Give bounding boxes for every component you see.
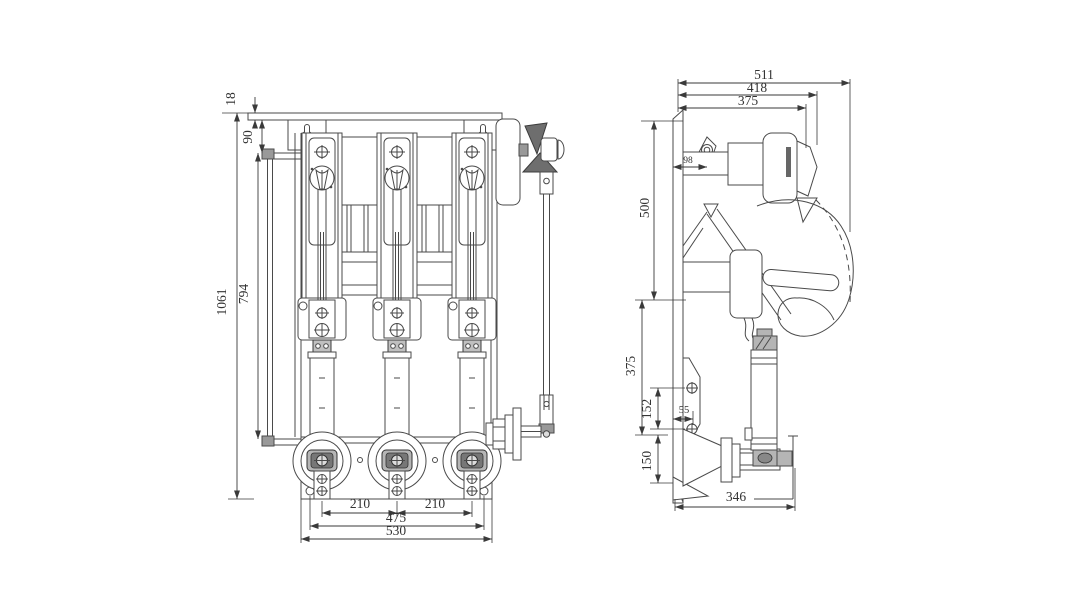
dim-375-top: 375 [738,93,759,108]
side-view: 511 418 375 98 500 375 152 150 [623,67,854,511]
switch-blade-bar [762,269,840,292]
dim-375-left: 375 [623,356,638,377]
interlock-shaft [261,148,301,447]
side-dimensions: 511 418 375 98 500 375 152 150 [623,67,851,511]
dim-55: 55 [679,405,690,416]
dim-150: 150 [639,451,654,472]
static-contact [796,140,818,197]
dim-210-left: 210 [350,496,371,511]
side-mounting-plate [672,108,684,504]
dim-530: 530 [386,523,407,538]
front-view: 18 90 794 1061 210 210 475 530 [214,92,565,543]
blade-arm-curve [756,199,854,337]
mechanism-box [495,118,521,206]
handwheel-shaft [518,143,529,157]
drive-bushing [485,407,542,461]
dim-346: 346 [726,489,747,504]
contact-flap [796,197,818,224]
pivot-housing [729,249,763,319]
pole-1 [297,132,347,437]
handwheel-knob [540,137,558,162]
front-dimensions: 18 90 794 1061 210 210 475 530 [214,92,493,543]
bushing-flange [512,407,522,461]
blade-travel-arc [815,199,851,303]
dim-511: 511 [754,67,774,82]
foot-bracket [754,435,798,500]
insulator-flange [720,437,733,483]
dim-98: 98 [683,156,693,166]
shaft-top-bolt [261,148,275,160]
dim-18: 18 [223,92,238,106]
dim-210-right: 210 [425,496,446,511]
handwheel-and-rod [518,122,565,438]
dim-152: 152 [639,399,654,419]
fuse-tube [744,328,778,467]
dim-418: 418 [747,80,768,95]
dim-1061: 1061 [214,289,229,316]
dim-794: 794 [236,284,251,305]
upper-insulator-assembly [682,132,818,224]
dim-475: 475 [386,510,407,525]
bottom-gusset [672,476,710,501]
pivot-and-blade [683,199,854,337]
upper-insulator [762,132,798,204]
dim-500: 500 [637,198,652,219]
pole-2 [372,132,422,437]
shaft-bottom-bolt [261,435,275,447]
pole-3 [447,132,497,437]
dim-90: 90 [240,130,255,144]
support-truss [682,203,792,321]
